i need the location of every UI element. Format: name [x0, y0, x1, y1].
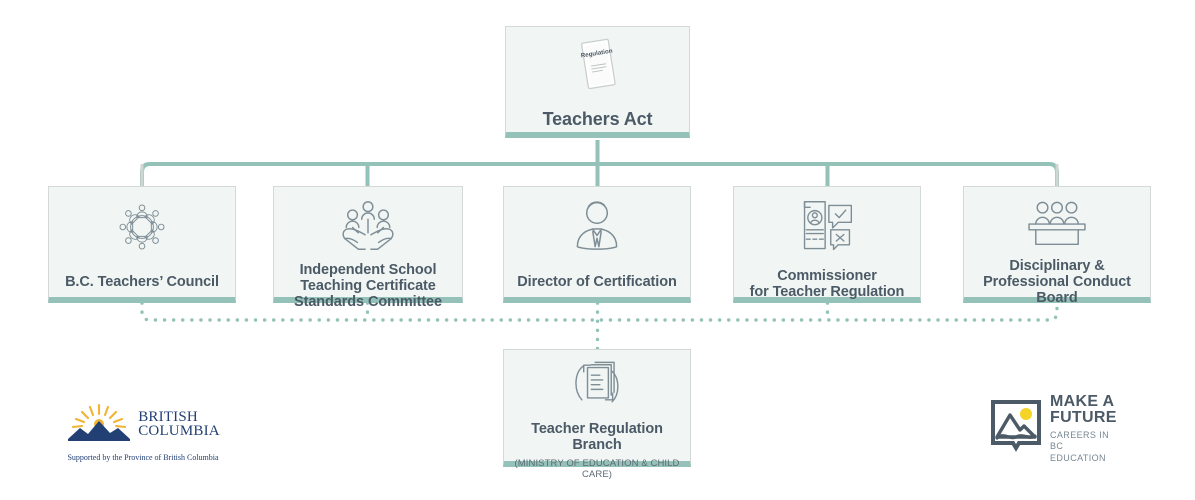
node-label: Disciplinary & Professional Conduct Boar… [983, 258, 1131, 307]
regulation-icon-text: Regulation [580, 48, 613, 60]
node-label: Teachers Act [542, 109, 653, 129]
maf-line1: MAKE A [1050, 393, 1115, 411]
regulation-document-icon: Regulation [506, 35, 689, 99]
sun-over-mountains-icon [66, 402, 132, 447]
panel-board-people-icon [964, 198, 1150, 252]
node-independent-school-teaching-certificate-standards-committee[interactable]: Independent School Teaching Certificate … [273, 186, 463, 310]
node-label: B.C. Teachers’ Council [65, 274, 219, 290]
node-bc-teachers-council[interactable]: B.C. Teachers’ Council [48, 186, 236, 303]
person-in-suit-icon [504, 198, 690, 256]
british-columbia-logo: BRITISH COLUMBIA Supported by the Provin… [66, 402, 220, 464]
documents-cycle-icon [504, 360, 690, 415]
node-label: Commissioner for Teacher Regulation [749, 268, 905, 301]
maf-line4: BC EDUCATION [1050, 441, 1106, 463]
document-review-approve-reject-icon [734, 198, 920, 256]
make-a-future-wordmark: MAKE A FUTURE CAREERS IN BC EDUCATION [1050, 394, 1117, 464]
node-disciplinary-and-professional-conduct-board[interactable]: Disciplinary & Professional Conduct Boar… [963, 186, 1151, 306]
bc-logo-tagline: Supported by the Province of British Col… [67, 453, 219, 462]
round-table-meeting-icon [49, 198, 235, 256]
maf-line2: FUTURE [1050, 409, 1117, 427]
node-commissioner-for-teacher-regulation[interactable]: Commissioner for Teacher Regulation [733, 186, 921, 303]
maf-line3: CAREERS IN [1050, 430, 1110, 441]
make-a-future-logo: MAKE A FUTURE CAREERS IN BC EDUCATION [990, 394, 1116, 463]
node-label: Independent School Teaching Certificate … [294, 262, 442, 311]
node-teachers-act[interactable]: Regulation Teachers Act [505, 26, 690, 138]
bc-wordmark: BRITISH COLUMBIA [138, 408, 220, 439]
node-director-of-certification[interactable]: Director of Certification [503, 186, 691, 303]
node-label: Director of Certification [517, 274, 677, 290]
node-label: Teacher Regulation Branch [531, 421, 663, 454]
bc-wordmark-line2: COLUMBIA [138, 422, 220, 439]
node-sublabel: (MINISTRY OF EDUCATION & CHILD CARE) [514, 458, 680, 481]
hands-holding-people-icon [274, 198, 462, 256]
framed-mountain-sun-icon [990, 399, 1042, 460]
bc-wordmark-line1: BRITISH [138, 408, 198, 425]
node-teacher-regulation-branch[interactable]: Teacher Regulation Branch (MINISTRY OF E… [503, 349, 691, 480]
